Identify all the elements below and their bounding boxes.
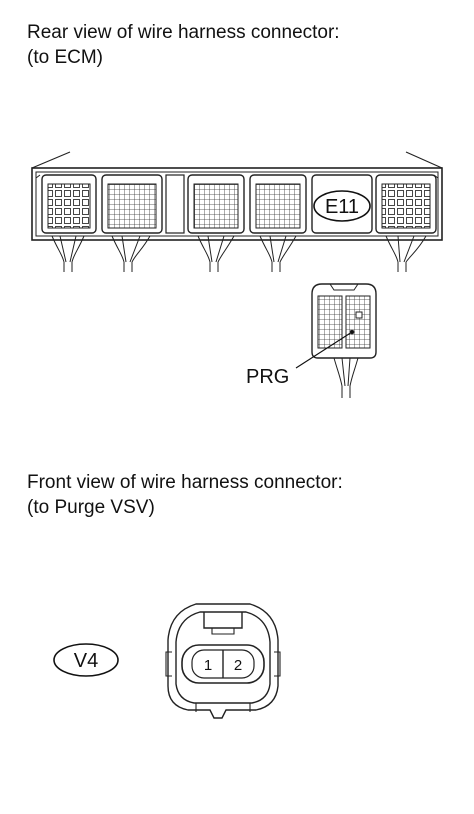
ecm-sub-connector-6 xyxy=(375,174,437,234)
ecm-sub-connector-4 xyxy=(249,174,307,234)
ecm-blank-slot xyxy=(165,174,185,234)
prg-terminal-label: PRG xyxy=(246,366,289,388)
ecm-sub-connector-3 xyxy=(187,174,245,234)
ecm-sub-connector-1 xyxy=(41,174,97,234)
v4-pin-2: 2 xyxy=(234,657,242,674)
e11-enlarged-connector xyxy=(295,283,377,398)
ecm-wire-bundles xyxy=(51,235,427,272)
ecm-connector xyxy=(31,151,443,272)
ecm-caption-line2: (to ECM) xyxy=(27,47,103,68)
v4-pin-1: 1 xyxy=(204,657,212,674)
vsv-caption-line2: (to Purge VSV) xyxy=(27,497,155,518)
ecm-caption: Rear view of wire harness connector: (to… xyxy=(27,20,340,70)
vsv-caption-line1: Front view of wire harness connector: xyxy=(27,472,343,493)
e11-label: E11 xyxy=(325,196,359,218)
v4-label: V4 xyxy=(74,650,98,672)
ecm-caption-line1: Rear view of wire harness connector: xyxy=(27,22,340,43)
ecm-sub-connector-2 xyxy=(101,174,163,234)
vsv-caption: Front view of wire harness connector: (t… xyxy=(27,470,343,520)
e11-callout: E11 xyxy=(313,190,371,222)
v4-connector xyxy=(165,603,281,719)
v4-callout: V4 xyxy=(53,643,119,677)
